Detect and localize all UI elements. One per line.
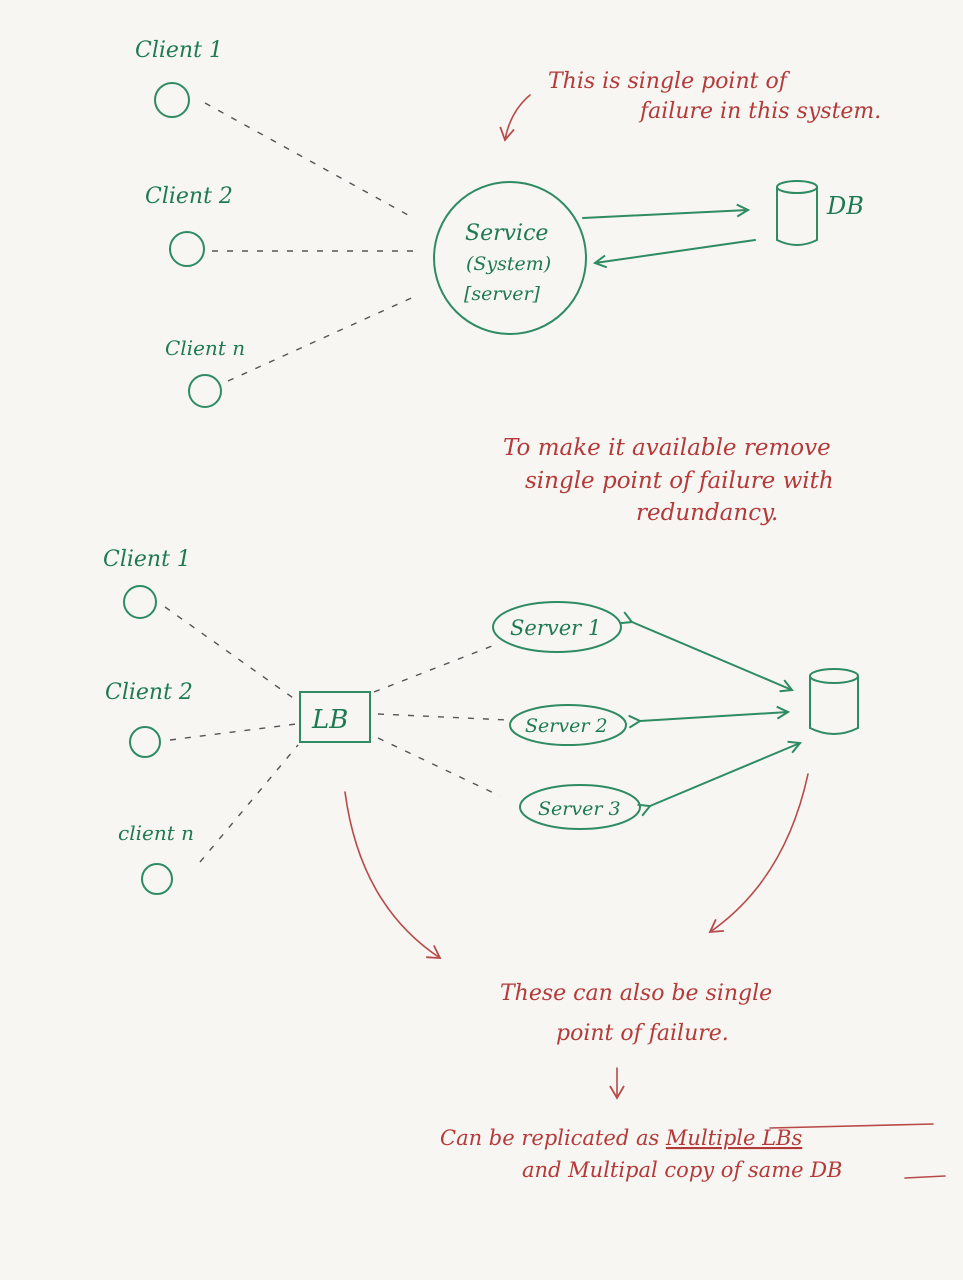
top-client-n-label: Client n [165,336,245,360]
spof-note-line-2: failure in this system. [638,99,881,124]
load-balancer-box [299,691,371,743]
bottom-client-n-connection [199,744,299,863]
bottom-client-n-node [141,863,173,895]
server-3-db-arrow [650,743,800,806]
service-label: Service [465,221,548,246]
service-to-db-arrow [582,210,748,219]
bottom-note-line-1: These can also be single [500,981,772,1006]
top-db-label: DB [826,192,864,220]
redundancy-note-line-2: single point of failure with [525,468,834,494]
top-db-icon [776,180,818,246]
server-2-node [509,704,627,746]
conclusion-line-2: and Multipal copy of same DB [522,1158,843,1182]
bottom-client-2-connection [169,723,297,741]
top-client-n-node [188,374,222,408]
top-client-2-label: Client 2 [145,184,233,209]
bottom-client-1-label: Client 1 [103,547,191,572]
multiple-lbs-underline [769,1123,934,1129]
top-client-n-connection [227,294,419,382]
bottom-client-1-connection [164,606,297,701]
top-client-1-node [154,82,190,118]
bottom-note-line-2: point of failure. [556,1021,729,1046]
bottom-client-n-label: client n [118,821,194,845]
spof-note-arrow [499,94,531,142]
service-node [433,181,587,335]
server-1-label: Server 1 [510,616,601,640]
service-system-label: (System) [466,253,551,275]
db-underline [904,1175,946,1179]
load-balancer-label: LB [311,705,348,735]
bottom-client-2-label: Client 2 [105,680,193,705]
spof-note-line-1: This is single point of [548,69,791,94]
server-2-label: Server 2 [525,715,608,737]
lb-spof-arrow [344,791,442,959]
redundancy-note-line-3: redundancy. [636,500,778,526]
bottom-client-2-node [129,726,161,758]
redundancy-note-line-1: To make it available remove [503,435,831,461]
db-to-service-arrow [595,239,756,263]
bottom-db-icon [809,668,859,735]
top-client-1-connection [204,102,409,216]
conclusion-line-1: Can be replicated as Multiple LBs [440,1126,802,1150]
server-2-db-arrow [640,712,788,721]
service-server-label: [server] [464,283,541,305]
top-client-1-label: Client 1 [135,38,223,63]
server-3-label: Server 3 [538,798,621,820]
bottom-client-1-node [123,585,157,619]
top-client-2-node [169,231,205,267]
lb-to-server-2-connection [377,713,509,721]
lb-to-server-1-connection [373,645,493,693]
db-spof-arrow [708,773,809,934]
lb-to-server-3-connection [377,737,501,797]
server-1-db-arrow [632,622,792,690]
